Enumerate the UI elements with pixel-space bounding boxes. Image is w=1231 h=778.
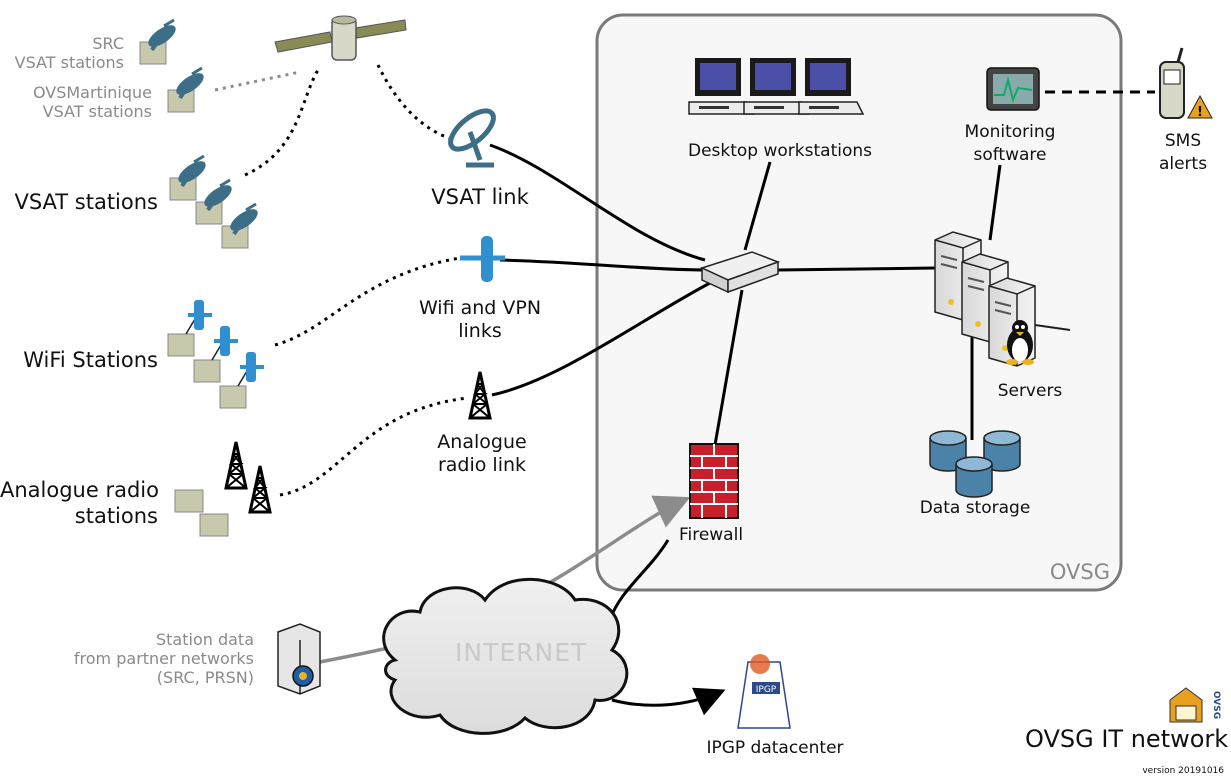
connection-lines — [214, 64, 1155, 716]
diagram-title: OVSG IT network — [1025, 725, 1229, 753]
satellite-icon — [274, 15, 407, 61]
data-storage-label: Data storage — [919, 498, 1031, 518]
ovsg-zone-label: OVSG — [1049, 560, 1110, 584]
vsat-link-dish-icon — [448, 108, 496, 168]
firewall-icon — [689, 443, 739, 519]
linux-tux-icon — [1006, 320, 1034, 365]
warning-icon: ! — [1187, 94, 1213, 120]
vsat-stations-label: VSAT stations — [14, 190, 158, 214]
internet-cloud-icon — [382, 577, 629, 735]
svg-text:IPGP: IPGP — [756, 685, 777, 695]
analogue-link-tower-icon — [468, 370, 492, 420]
version-label: version 20191016 — [1142, 766, 1224, 776]
servers-label: Servers — [997, 381, 1063, 401]
wifi-stations-icon — [166, 298, 266, 410]
internet-label: INTERNET — [455, 638, 588, 667]
desktop-workstations-icon — [688, 57, 864, 115]
wifi-stations-label: WiFi Stations — [23, 348, 158, 372]
ovsg-logo: OVSG — [1169, 687, 1221, 723]
monitoring-screen-icon — [986, 67, 1040, 111]
analogue-stations-icon — [174, 440, 272, 537]
desktop-workstations-label: Desktop workstations — [687, 141, 872, 161]
svg-text:!: ! — [1197, 105, 1203, 120]
wifi-link-antenna-icon — [460, 236, 505, 282]
vsat-link-label: VSAT link — [431, 185, 529, 209]
ipgp-datacenter-label: IPGP datacenter — [706, 738, 844, 758]
ipgp-logo: IPGP — [737, 654, 791, 729]
partner-server-icon — [277, 623, 321, 695]
phone-icon — [1159, 47, 1185, 119]
servers-icon — [934, 231, 1071, 367]
network-switch-icon — [699, 251, 781, 294]
firewall-label: Firewall — [678, 525, 744, 545]
src-vsat-station-icon — [138, 18, 182, 66]
svg-text:OVSG: OVSG — [1211, 691, 1221, 719]
vsat-stations-icon — [168, 154, 264, 250]
ovsmartinique-vsat-station-icon — [166, 66, 210, 114]
